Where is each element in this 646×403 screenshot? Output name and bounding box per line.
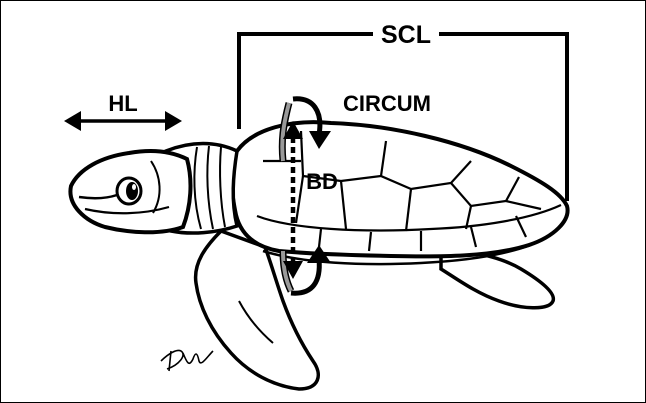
bd-label: BD	[306, 169, 338, 194]
artist-signature	[161, 350, 213, 371]
eye-highlight	[132, 184, 136, 190]
rear-flipper	[441, 249, 553, 308]
scl-label: SCL	[381, 21, 431, 49]
hl-label: HL	[108, 91, 137, 116]
eye-pupil	[126, 182, 138, 200]
front-flipper	[196, 231, 319, 389]
circum-label: CIRCUM	[343, 91, 431, 116]
